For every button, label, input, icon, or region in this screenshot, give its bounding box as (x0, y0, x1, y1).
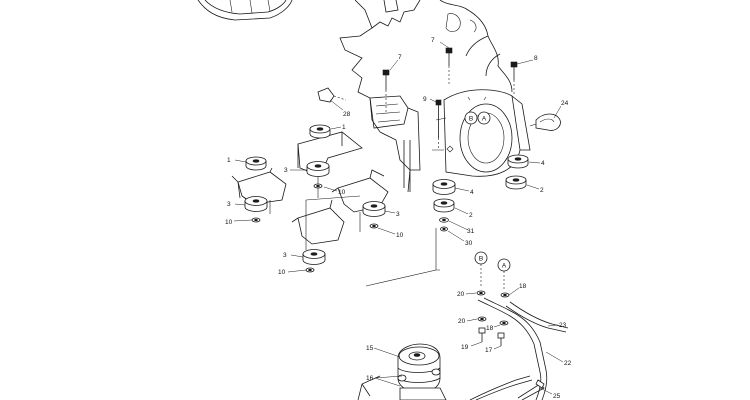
bolt-9 (435, 99, 442, 150)
callout-4-center: 4 (470, 189, 474, 196)
callout-3-left: 3 (227, 201, 231, 208)
leader-lines (233, 41, 564, 395)
callout-1-left: 1 (227, 157, 231, 164)
callout-7-right: 7 (431, 37, 435, 44)
callout-3-front: 3 (283, 252, 287, 259)
callout-4-right: 4 (541, 160, 545, 167)
pump-assembly (357, 343, 447, 400)
callout-8: 8 (534, 55, 538, 62)
callout-24: 24 (561, 100, 569, 107)
bolt-19 (478, 327, 486, 342)
callout-10-right: 10 (396, 232, 404, 239)
svg-text:A: A (502, 263, 507, 270)
rod-25 (517, 379, 545, 400)
bolt-7-right (445, 47, 453, 84)
cushion-1-left (245, 156, 267, 171)
mount-connector-lines (241, 176, 440, 287)
callout-30: 30 (465, 240, 473, 247)
washer-20-upper (476, 290, 486, 296)
callout-22: 22 (564, 360, 572, 367)
bolt-7-left (382, 69, 390, 112)
clip-18-lower (499, 320, 509, 326)
washer-10-front (305, 267, 315, 273)
cushion-3-front (302, 249, 326, 265)
callout-3-center: 3 (284, 167, 288, 174)
callout-9: 9 (423, 96, 427, 103)
callout-10-front: 10 (278, 269, 286, 276)
callout-7-left: 7 (398, 54, 402, 61)
callout-31: 31 (467, 228, 475, 235)
callout-16: 16 (366, 375, 374, 382)
washer-10-left (251, 217, 261, 223)
cushion-2-center (433, 198, 455, 213)
engine-block (339, 0, 531, 193)
clamp-24 (529, 113, 561, 131)
callout-10-left: 10 (225, 219, 233, 226)
callout-2-center: 2 (469, 212, 473, 219)
callout-17: 17 (485, 347, 493, 354)
cushion-2-right (505, 175, 527, 190)
clip-18-upper (500, 292, 510, 298)
callout-10-center: 10 (338, 189, 346, 196)
svg-text:B: B (479, 256, 483, 263)
reference-mark-a-upper: A (477, 111, 491, 125)
cushion-4-right (507, 154, 529, 169)
washer-20-lower (477, 316, 487, 322)
cushion-3-left (244, 196, 268, 212)
callout-20-upper: 20 (457, 291, 465, 298)
washer-31 (439, 217, 449, 223)
svg-text:A: A (482, 116, 487, 123)
bracket-28 (317, 87, 347, 103)
washer-10-right (369, 223, 379, 229)
cushion-3-center (306, 161, 330, 177)
washer-10-center (313, 183, 323, 189)
svg-text:B: B (469, 116, 473, 123)
callout-3-right: 3 (396, 211, 400, 218)
bolt-17 (497, 332, 505, 346)
callout-23: 23 (559, 322, 567, 329)
control-cables (469, 297, 569, 400)
callout-28: 28 (343, 111, 351, 118)
mount-bracket-front (291, 199, 345, 245)
cushion-3-right (362, 201, 386, 217)
callout-15: 15 (366, 345, 374, 352)
reference-mark-b-lower: B (474, 251, 488, 286)
callout-25: 25 (553, 393, 561, 400)
mount-bracket-rear (297, 131, 363, 177)
callout-1-upper: 1 (342, 124, 346, 131)
cushion-1-upper (309, 124, 331, 139)
bolt-8 (510, 61, 518, 96)
callout-2-right: 2 (540, 187, 544, 194)
reference-mark-b-upper: B (464, 111, 478, 125)
callout-18-upper: 18 (519, 283, 527, 290)
callout-20-lower: 20 (458, 318, 466, 325)
nut-30 (440, 226, 448, 232)
callout-18-lower: 18 (486, 325, 494, 332)
cushion-4-center (432, 179, 456, 195)
callout-19: 19 (461, 344, 469, 351)
callout-labels: 1 1 3 10 3 10 3 10 3 10 7 7 8 9 24 28 4 … (225, 37, 572, 400)
reference-mark-a-lower: A (497, 258, 511, 290)
upper-left-component (197, 0, 293, 21)
